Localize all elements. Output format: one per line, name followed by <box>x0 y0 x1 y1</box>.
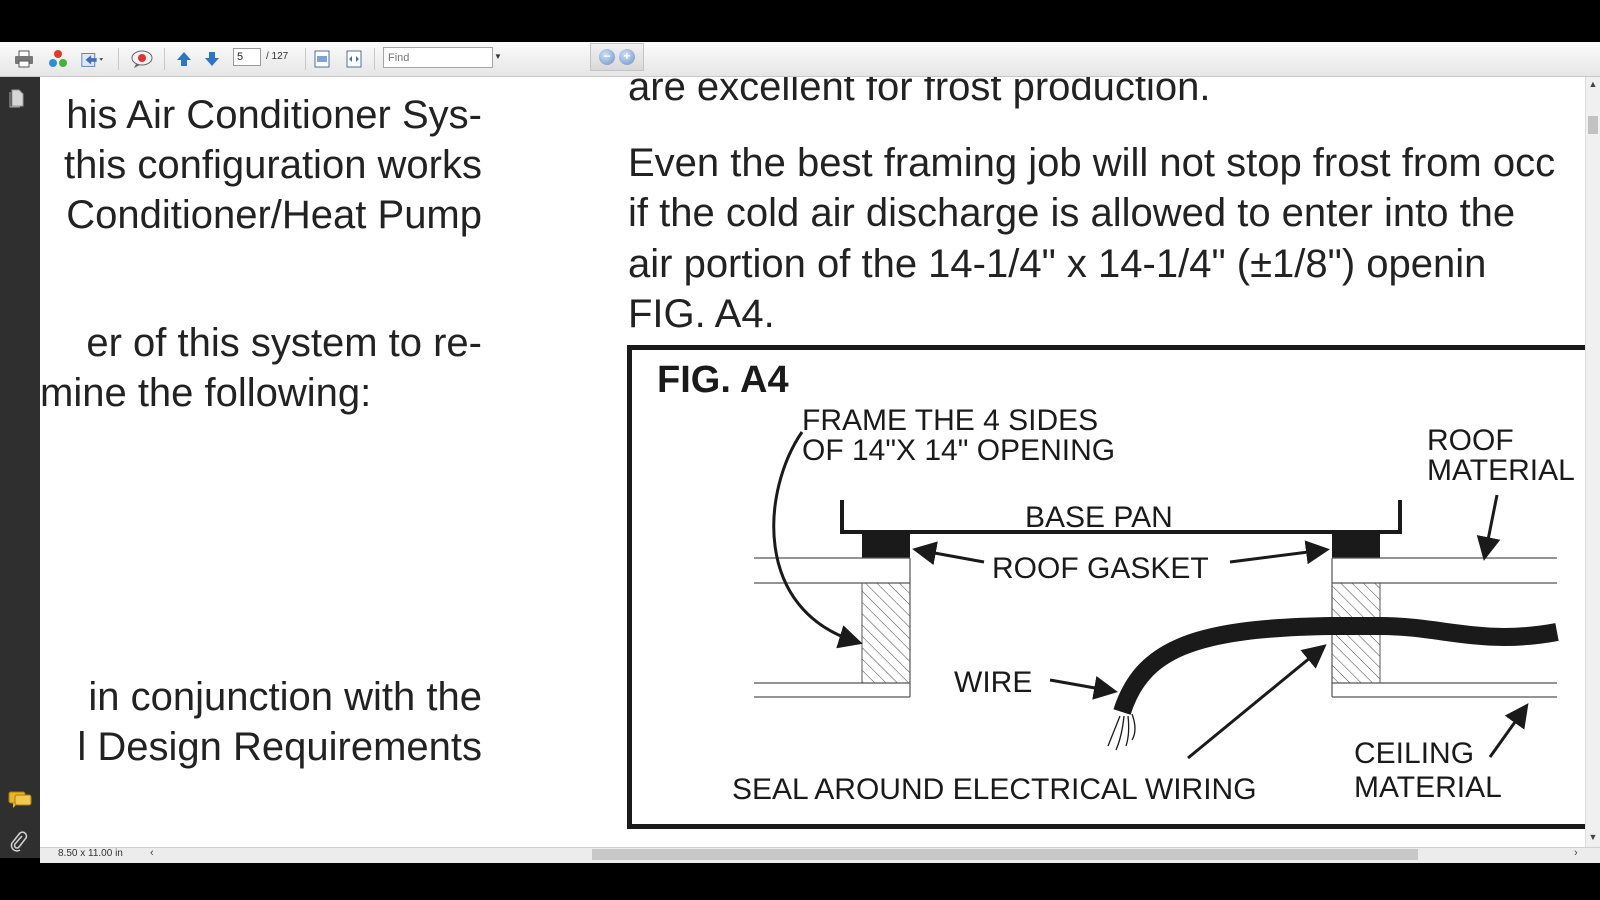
base-pan-label: BASE PAN <box>1025 501 1173 534</box>
zoom-out-icon[interactable]: − <box>599 49 615 65</box>
gasket-arrow-left <box>912 541 985 566</box>
roof-gasket-label: ROOF GASKET <box>992 552 1209 585</box>
left-column-line: his Air Conditioner Sys- <box>66 93 482 137</box>
comment-bubble-icon[interactable] <box>130 47 154 71</box>
ceiling-label-line2: MATERIAL <box>1354 771 1502 804</box>
right-column-line: air portion of the 14-1/4" x 14-1/4" (±1… <box>628 242 1487 286</box>
attachments-panel-icon[interactable] <box>8 830 32 852</box>
scroll-right-icon[interactable]: › <box>1574 847 1578 859</box>
left-column-line: er of this system to re- <box>86 321 482 365</box>
printer-icon[interactable] <box>12 47 36 71</box>
ceiling-material-arrow <box>1488 703 1529 758</box>
frame-left <box>861 582 911 684</box>
left-column-line: l Design Requirements <box>77 725 482 769</box>
navigation-pane <box>0 77 40 858</box>
fit-width-icon[interactable] <box>342 47 366 71</box>
left-column-line: this configuration works <box>64 143 482 187</box>
scroll-up-icon[interactable]: ▲ <box>1588 79 1598 89</box>
gasket-arrow-right <box>1229 540 1330 565</box>
right-column-line: FIG. A4. <box>628 292 775 336</box>
figure-a4: FIG. A4 FRAME THE 4 SIDES OF 14"X 14" OP… <box>627 345 1585 829</box>
frame-arrow <box>772 431 863 649</box>
find-input[interactable] <box>383 47 493 68</box>
wire-strands <box>1107 713 1136 751</box>
wire-arrow <box>1049 676 1118 700</box>
scroll-down-icon[interactable]: ▼ <box>1588 832 1598 842</box>
vertical-scroll-thumb[interactable] <box>1588 116 1598 134</box>
comments-panel-icon[interactable] <box>8 790 32 810</box>
page-size-label: 8.50 x 11.00 in <box>58 848 123 859</box>
roof-label-line2: MATERIAL <box>1427 454 1575 487</box>
roof-gasket-right <box>1332 534 1380 558</box>
frame-label-line2: OF 14"X 14" OPENING <box>802 434 1115 467</box>
zoom-controls: − + <box>590 43 644 71</box>
roof-material-arrow <box>1476 494 1501 561</box>
next-page-icon[interactable] <box>200 47 224 71</box>
wire-label: WIRE <box>954 666 1032 699</box>
toolbar <box>0 42 1600 77</box>
frame-label-line1: FRAME THE 4 SIDES <box>802 404 1098 437</box>
right-column-line: are excellent for frost production. <box>628 77 1211 109</box>
seal-label: SEAL AROUND ELECTRICAL WIRING <box>732 773 1257 806</box>
right-column-line: if the cold air discharge is allowed to … <box>628 191 1516 235</box>
fit-page-icon[interactable] <box>310 47 334 71</box>
previous-page-icon[interactable] <box>172 47 196 71</box>
figure-diagram: FIG. A4 FRAME THE 4 SIDES OF 14"X 14" OP… <box>657 359 1575 806</box>
roof-gasket-left <box>862 534 910 558</box>
right-column-line: Even the best framing job will not stop … <box>628 141 1556 185</box>
collaborate-icon[interactable] <box>46 47 70 71</box>
pages-panel-icon[interactable] <box>9 88 27 110</box>
page-total: / 127 <box>266 51 289 62</box>
share-icon[interactable] <box>80 47 104 71</box>
vertical-scrollbar[interactable] <box>1585 77 1600 847</box>
roof-label-line1: ROOF <box>1427 424 1514 457</box>
horizontal-scroll-thumb[interactable] <box>592 849 1418 860</box>
page-number-input[interactable] <box>233 48 261 66</box>
base-pan-outline <box>840 500 1402 534</box>
wire-cable <box>1113 617 1559 715</box>
seal-arrow <box>1187 644 1327 760</box>
ceiling-label-line1: CEILING <box>1354 737 1474 770</box>
document-page: his Air Conditioner Sys- this configurat… <box>40 77 1585 847</box>
scroll-left-icon[interactable]: ‹ <box>150 847 154 859</box>
left-column-line: Conditioner/Heat Pump <box>66 193 482 237</box>
left-column-line: in conjunction with the <box>88 675 482 719</box>
left-column-line: mine the following: <box>40 371 372 415</box>
zoom-in-icon[interactable]: + <box>619 49 635 65</box>
find-dropdown-icon[interactable]: ▼ <box>494 52 502 61</box>
figure-title: FIG. A4 <box>657 359 789 401</box>
